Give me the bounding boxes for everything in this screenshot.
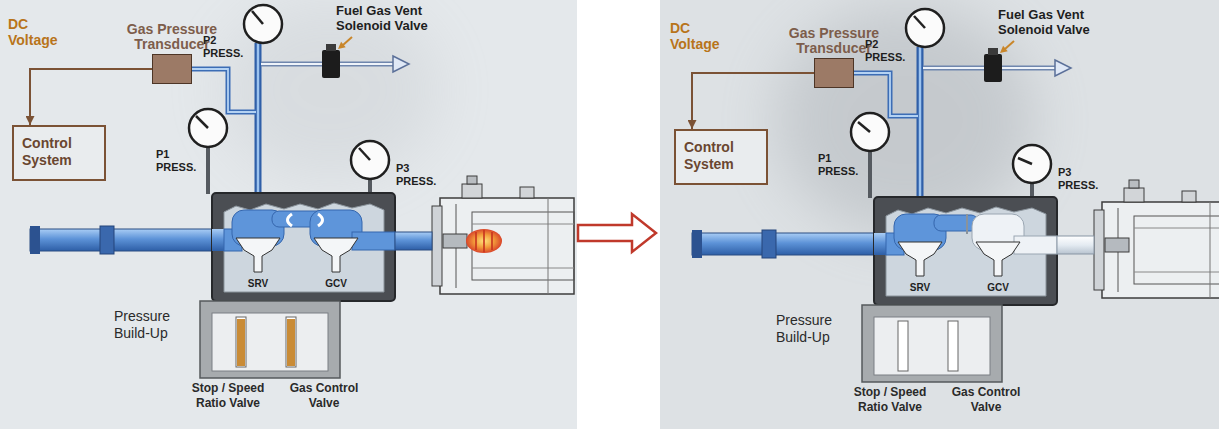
- outlet-pipe: [1057, 236, 1094, 254]
- empty-chamber-part: [1014, 236, 1057, 254]
- gauge-needle-part: [196, 116, 208, 128]
- actuator-rod: [287, 319, 295, 366]
- gauge-needle-part: [858, 122, 870, 132]
- valve-poppet: [314, 238, 358, 272]
- valve-tag: GCV: [981, 282, 1015, 294]
- actuator-label: Stop / Speed Ratio Valve: [846, 385, 934, 415]
- flame: [466, 229, 502, 253]
- box-text: Control System: [22, 135, 96, 169]
- gauge-label: P3 PRESS.: [396, 162, 442, 188]
- screen-background: [0, 0, 577, 429]
- gauge-label: P1 PRESS.: [156, 148, 202, 174]
- gauge-needle-part: [252, 11, 263, 24]
- flow-swirl: [318, 214, 323, 226]
- flow-swirl: [288, 214, 293, 226]
- gas-flow-part: [934, 215, 978, 231]
- gauge-needle-part: [914, 16, 925, 28]
- fuel-skid-base: [692, 9, 1219, 382]
- chamber-wall: [966, 214, 968, 234]
- outlet-pipe: [395, 232, 432, 250]
- transducer-box: Gas Pressure Transducer: [814, 58, 854, 88]
- signal-label: DC Voltage: [8, 16, 72, 48]
- valve-tag: GCV: [319, 278, 353, 290]
- signal-label: DC Voltage: [670, 20, 734, 52]
- vent-valve-label: Fuel Gas Vent Solenoid Valve: [336, 3, 446, 33]
- gauge-label: P3 PRESS.: [1058, 166, 1104, 192]
- gas-flow-part: [352, 232, 395, 250]
- state-label: Pressure Build-Up: [114, 308, 194, 342]
- gauge-label: P2 PRESS.: [865, 38, 911, 64]
- valve-tag: SRV: [241, 278, 275, 290]
- actuator-rod: [237, 319, 245, 366]
- signal-wire: [30, 69, 152, 125]
- actuator-label: Stop / Speed Ratio Valve: [184, 381, 272, 411]
- signal-wire: [692, 73, 814, 129]
- flame-part: [491, 232, 493, 250]
- fuel-skid-base: [30, 5, 574, 378]
- transducer-box: Gas Pressure Transducer: [152, 54, 192, 84]
- control-box: Control System: [12, 125, 106, 181]
- valve-tag: SRV: [903, 282, 937, 294]
- flow-state-running: [196, 11, 502, 366]
- valve-poppet: [898, 242, 942, 276]
- flow-state-pressure-build-up: [858, 16, 1094, 276]
- valve-poppet: [236, 238, 280, 272]
- gauge-needle: [196, 11, 370, 160]
- valve-poppet: [976, 242, 1020, 276]
- actuator-label: Gas Control Valve: [944, 385, 1028, 415]
- vent-valve-label: Fuel Gas Vent Solenoid Valve: [998, 7, 1108, 37]
- flame-part: [475, 232, 477, 250]
- flame-part: [466, 229, 502, 253]
- control-box: Control System: [674, 129, 768, 185]
- gauge-needle-part: [359, 148, 370, 160]
- transition-arrow: [578, 214, 656, 252]
- box-text: Control System: [684, 139, 758, 173]
- gauge-label: P2 PRESS.: [203, 34, 249, 60]
- gauge-label: P1 PRESS.: [818, 152, 864, 178]
- gauge-needle: [858, 16, 1032, 164]
- gauge-needle-part: [1018, 158, 1032, 164]
- actuator-label: Gas Control Valve: [282, 381, 366, 411]
- state-label: Pressure Build-Up: [776, 312, 856, 346]
- flame-part: [483, 230, 485, 252]
